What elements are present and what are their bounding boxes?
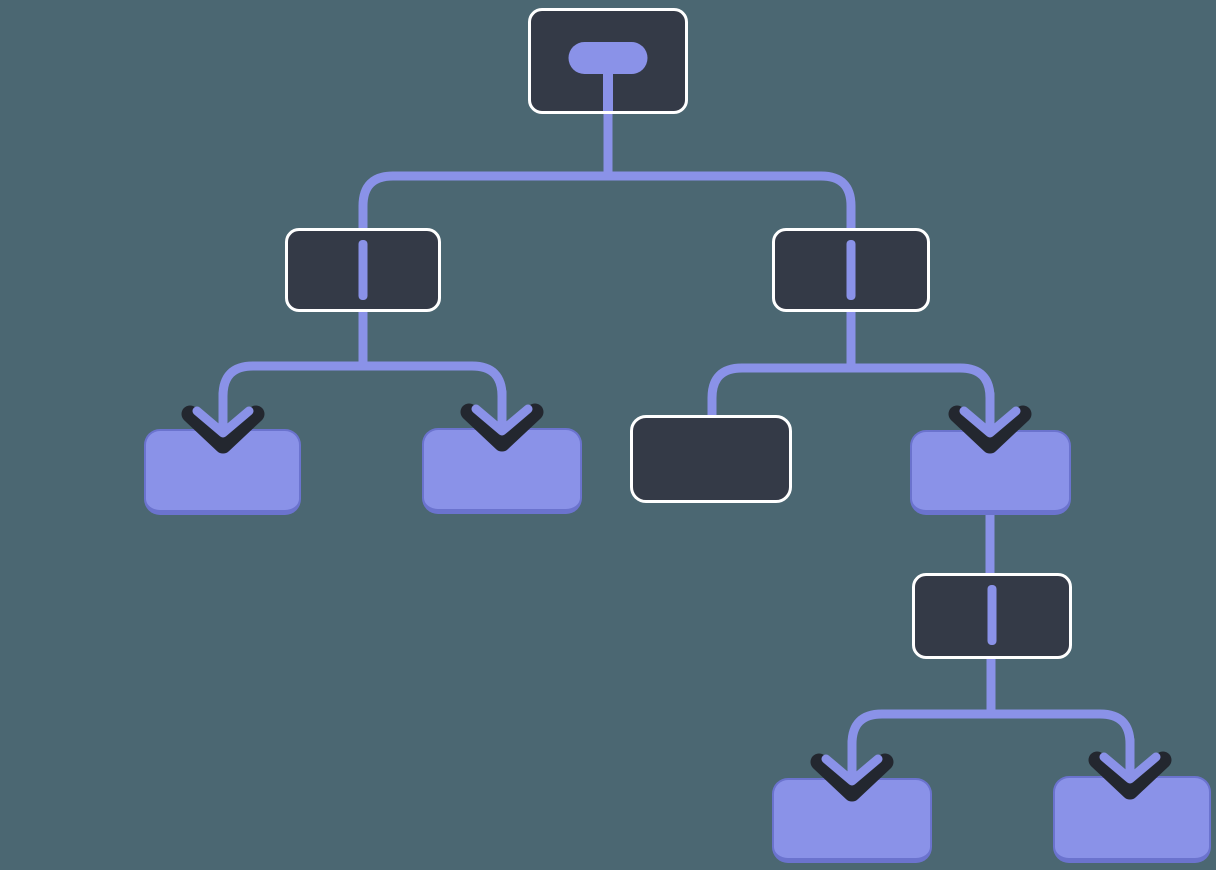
chevron-down-icon [948,389,1032,454]
edge-left-subtree-branch [218,361,507,417]
chevron-down-icon [1088,735,1172,800]
chevron-down-icon [810,737,894,802]
edge-level1-branch [358,171,856,237]
edge-bottom-subtree-branch [847,709,1135,765]
chevron-down-icon [460,387,544,452]
edge-right-subtree-branch [707,363,995,425]
chevron-down-icon [181,389,265,454]
